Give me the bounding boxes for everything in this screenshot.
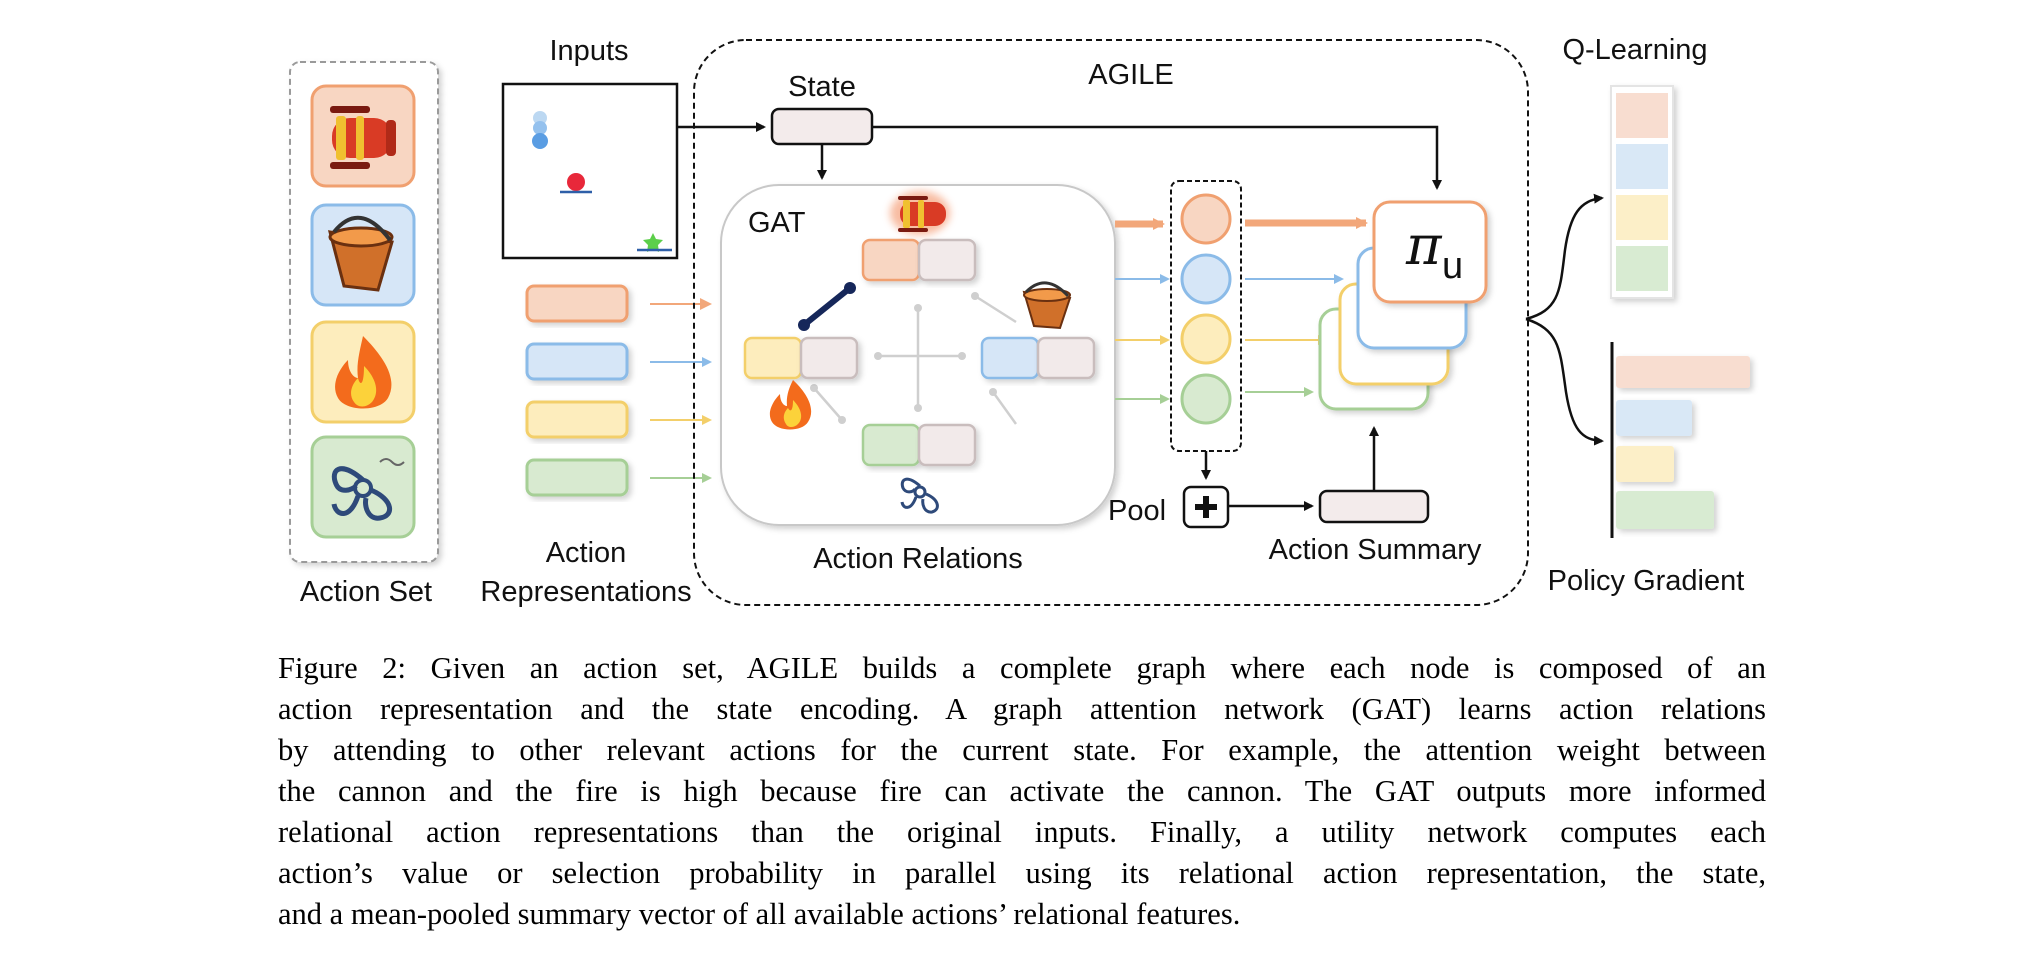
caption-line-2: action representation and the state enco… xyxy=(278,692,1766,726)
rep-bar-cannon xyxy=(525,284,629,323)
plus-icon xyxy=(1195,496,1217,518)
agile-architecture-diagram: Action Set Inputs Action Representations… xyxy=(289,34,1750,608)
policy-bar-cannon xyxy=(1616,356,1750,388)
action-card-fire xyxy=(310,320,416,424)
relational-node-fire xyxy=(1180,313,1232,365)
ball xyxy=(532,133,548,149)
pi-subscript: u xyxy=(1442,245,1463,287)
q-value-fan xyxy=(1616,246,1668,291)
agile-label: AGILE xyxy=(1088,59,1173,91)
rep-bar-bucket xyxy=(525,342,629,381)
graph-edges xyxy=(813,294,1018,425)
relational-node-cannon xyxy=(1180,193,1232,245)
rep-bar-fire xyxy=(525,400,629,439)
policy-bar-bucket xyxy=(1616,400,1692,436)
action-card-bucket xyxy=(310,203,416,307)
action-relations-label: Action Relations xyxy=(813,543,1023,575)
policy-bar-fan xyxy=(1616,491,1714,529)
arrow-to-policy-gradient xyxy=(1525,317,1604,446)
gat-node-bucket xyxy=(980,281,1096,380)
agile-frame xyxy=(693,39,1529,606)
pi-symbol: π xyxy=(1405,214,1443,277)
caption-line-4: the cannon and the fire is high because … xyxy=(278,774,1766,808)
caption-line-3: by attending to other relevant actions f… xyxy=(278,733,1766,767)
utility-card-cannon xyxy=(1372,200,1488,304)
gat-node-cannon xyxy=(861,191,977,282)
bucket-icon xyxy=(1022,281,1072,330)
attention-edge-end-1 xyxy=(798,319,810,331)
q-value-bucket xyxy=(1616,144,1668,189)
agile-module: AGILE State GAT xyxy=(677,39,1529,606)
gat-node-fan xyxy=(861,423,977,514)
action-card-fan xyxy=(310,435,416,539)
q-value-cannon xyxy=(1616,93,1668,138)
attention-edge-end-2 xyxy=(844,282,856,294)
ball-trail-1 xyxy=(533,111,547,125)
pool-label: Pool xyxy=(1108,495,1166,527)
action-representations: Action Representations xyxy=(480,284,712,608)
fire-icon xyxy=(769,380,812,430)
relational-node-fan xyxy=(1180,373,1232,425)
action-representations-label-line1: Action xyxy=(546,537,627,569)
fan-icon xyxy=(331,458,405,521)
red-ball xyxy=(567,173,585,191)
fan-icon xyxy=(900,477,939,514)
arrow-to-q-learning xyxy=(1525,193,1604,321)
figure-caption: Figure 2: Given an action set, AGILE bui… xyxy=(278,648,1766,935)
ball-trail-2 xyxy=(533,121,547,135)
gat-label: GAT xyxy=(748,207,806,239)
state-label: State xyxy=(788,71,856,103)
state-image xyxy=(501,82,679,260)
q-learning-label: Q-Learning xyxy=(1562,34,1707,66)
state-encoding-box xyxy=(770,107,874,146)
outputs: Q-Learning Policy Gradient xyxy=(1525,34,1750,597)
graph-edge-dots xyxy=(810,292,997,424)
action-summary-label: Action Summary xyxy=(1269,534,1482,566)
action-set: Action Set xyxy=(289,61,439,608)
inputs-label: Inputs xyxy=(550,35,629,67)
cannon-icon xyxy=(890,191,950,235)
policy-bar-fire xyxy=(1616,446,1674,482)
action-summary-box xyxy=(1318,489,1430,524)
caption-line-1: Figure 2: Given an action set, AGILE bui… xyxy=(278,651,1766,685)
caption-line-6: action’s value or selection probability … xyxy=(278,856,1766,890)
relational-node-bucket xyxy=(1180,253,1232,305)
policy-gradient-label: Policy Gradient xyxy=(1548,565,1745,597)
action-representations-label-line2: Representations xyxy=(480,576,691,608)
cannon-icon xyxy=(330,106,396,169)
fire-icon xyxy=(335,336,392,409)
bucket-icon xyxy=(327,215,394,292)
gat-node-fire xyxy=(743,336,859,430)
rep-bar-fan xyxy=(525,458,629,497)
q-value-fire xyxy=(1616,195,1668,240)
inputs-panel: Inputs xyxy=(501,35,679,260)
action-set-label: Action Set xyxy=(300,576,432,608)
caption-line-5: relational action representations than t… xyxy=(278,815,1766,849)
caption-line-7: and a mean-pooled summary vector of all … xyxy=(278,897,1241,931)
arrow-state-to-utility xyxy=(872,125,1442,190)
attention-edge-cannon-fire xyxy=(801,285,853,328)
goal-star-icon xyxy=(643,233,663,252)
action-card-cannon xyxy=(310,84,416,188)
